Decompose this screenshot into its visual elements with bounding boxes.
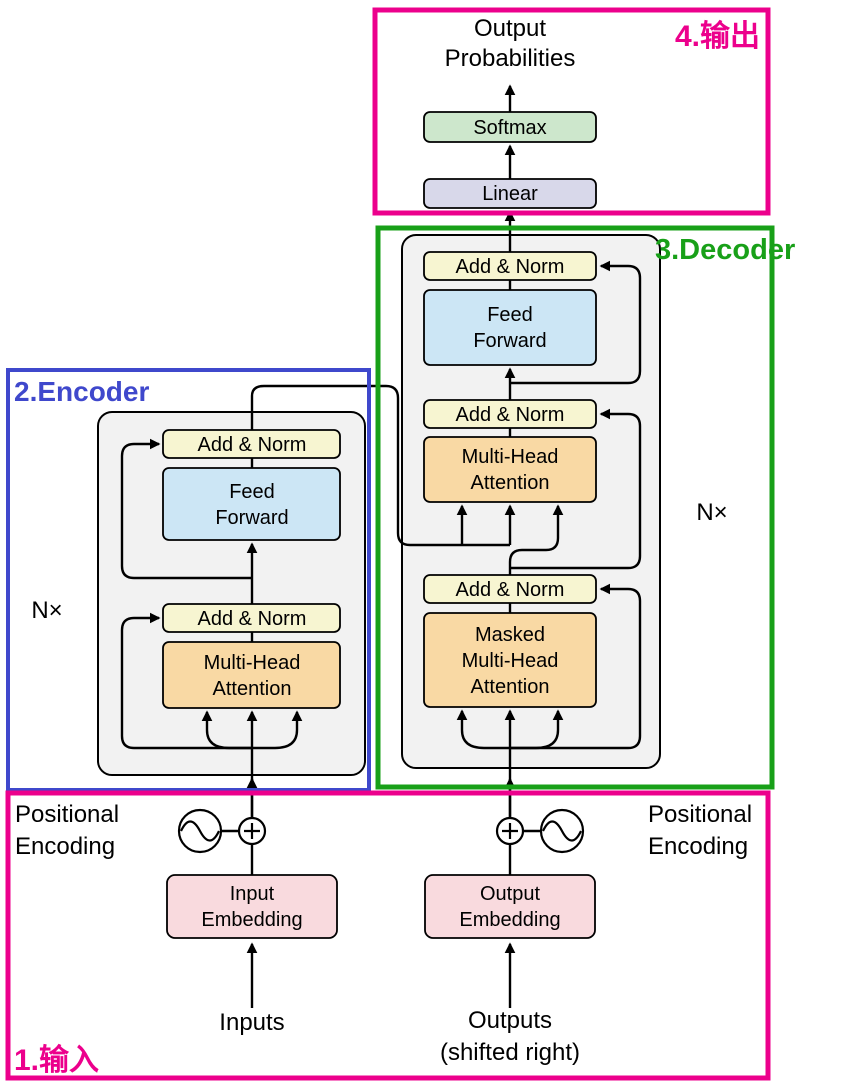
plus-glyph-left xyxy=(244,823,260,839)
output-region-box xyxy=(372,7,771,216)
decoder-nx-label: N× xyxy=(696,499,727,526)
linear-box xyxy=(423,178,597,209)
enc-add-norm-top-label: Add & Norm xyxy=(198,434,307,456)
wire-enc-residual-1 xyxy=(120,612,252,750)
output-embedding-label-1: Output xyxy=(480,883,540,905)
arrow-dec-query-into-mha xyxy=(508,504,564,575)
positional-encoding-right-label-1: Positional xyxy=(648,801,752,828)
encoder-stack-container xyxy=(97,411,366,776)
outputs-label-2: (shifted right) xyxy=(440,1039,580,1066)
dec-add-norm-mid-label: Add & Norm xyxy=(456,404,565,426)
enc-multi-head-attention-box xyxy=(162,641,341,709)
wire-enc-residual-2 xyxy=(120,438,252,580)
positional-encoding-left-label-2: Encoding xyxy=(15,833,115,860)
output-embedding-box xyxy=(424,874,596,939)
input-embedding-label-2: Embedding xyxy=(201,909,302,931)
wire-dec-residual-2 xyxy=(510,408,642,570)
arrow-enc-mha-right xyxy=(252,710,303,750)
dec-masked-mha-label-2: Multi-Head xyxy=(462,650,559,672)
softmax-box xyxy=(423,111,597,143)
enc-feed-forward-box xyxy=(162,467,341,541)
positional-encoding-left-label-1: Positional xyxy=(15,801,119,828)
encoder-region-box xyxy=(6,368,371,792)
dec-feed-forward-label-1: Feed xyxy=(487,304,533,326)
wire-dec-residual-3 xyxy=(510,260,642,385)
enc-add-norm-bottom-box xyxy=(162,603,341,633)
input-embedding-label-1: Input xyxy=(230,883,275,905)
softmax-label: Softmax xyxy=(473,117,546,139)
encoder-nx-label: N× xyxy=(31,597,62,624)
enc-add-norm-top-box xyxy=(162,429,341,459)
positional-encoding-right-label-2: Encoding xyxy=(648,833,748,860)
sine-wave-curve-left xyxy=(180,820,220,842)
dec-add-norm-top-label: Add & Norm xyxy=(456,256,565,278)
output-probabilities-label-1: Output xyxy=(474,15,546,42)
dec-masked-mha-label-3: Attention xyxy=(471,676,550,698)
input-region-box xyxy=(5,790,771,1081)
wire-dec-residual-1 xyxy=(510,583,642,750)
enc-mha-label-1: Multi-Head xyxy=(204,652,301,674)
dec-masked-mha-label-1: Masked xyxy=(475,624,545,646)
input-embedding-box xyxy=(166,874,338,939)
dec-mha-label-2: Attention xyxy=(471,472,550,494)
dec-add-norm-bottom-box xyxy=(423,574,597,604)
dec-feed-forward-label-2: Forward xyxy=(473,330,546,352)
dec-masked-multi-head-attention-box xyxy=(423,612,597,708)
decoder-region-box xyxy=(375,225,775,790)
wire-encoder-output-to-decoder xyxy=(250,384,510,547)
arrow-dec-masked-mha-left xyxy=(456,709,510,750)
dec-feed-forward-box xyxy=(423,289,597,366)
output-probabilities-label-2: Probabilities xyxy=(445,45,576,72)
enc-mha-label-2: Attention xyxy=(213,678,292,700)
annotation-encoder-label: 2.Encoder xyxy=(14,376,149,407)
outputs-label-1: Outputs xyxy=(468,1007,552,1034)
sine-wave-curve-right xyxy=(542,820,582,842)
enc-feed-forward-label-1: Feed xyxy=(229,481,275,503)
enc-feed-forward-label-2: Forward xyxy=(215,507,288,529)
linear-label: Linear xyxy=(482,183,538,205)
dec-mha-label-1: Multi-Head xyxy=(462,446,559,468)
connections xyxy=(120,84,642,1008)
annotation-decoder-label: 3.Decoder xyxy=(655,234,795,266)
dec-add-norm-bottom-label: Add & Norm xyxy=(456,579,565,601)
annotation-input-label: 1.输入 xyxy=(14,1044,99,1077)
inputs-label: Inputs xyxy=(219,1009,284,1036)
dec-add-norm-mid-box xyxy=(423,399,597,429)
dec-multi-head-attention-box xyxy=(423,436,597,503)
dec-add-norm-top-box xyxy=(423,251,597,281)
output-embedding-label-2: Embedding xyxy=(459,909,560,931)
plus-glyph-right xyxy=(502,823,518,839)
annotation-output-label: 4.输出 xyxy=(675,20,760,53)
enc-add-norm-bottom-label: Add & Norm xyxy=(198,608,307,630)
